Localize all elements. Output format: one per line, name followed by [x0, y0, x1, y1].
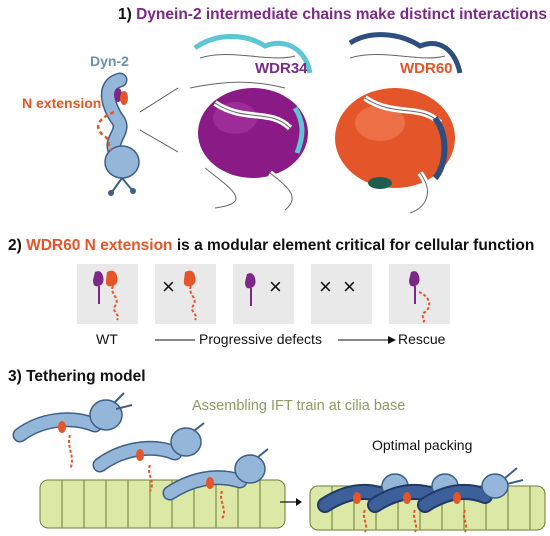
wdr34-label: WDR34	[255, 60, 308, 77]
panel-wt	[77, 264, 138, 324]
panel-none: × ×	[311, 264, 372, 324]
zoom-line-top	[140, 88, 178, 112]
section3-heading: 3) Tethering model	[8, 368, 146, 386]
wdr60-structure	[325, 28, 475, 218]
ift-train-packed	[305, 450, 550, 536]
section1-heading: 1) Dynein-2 intermediate chains make dis…	[118, 6, 547, 24]
motor-domain	[105, 146, 139, 178]
section2-title-rest: is a modular element critical for cellul…	[173, 237, 535, 254]
caption-rescue: Rescue	[398, 331, 445, 347]
section2-title-highlight: WDR60 N extension	[26, 237, 172, 254]
section2-heading: 2) WDR60 N extension is a modular elemen…	[8, 237, 534, 255]
section2-number: 2)	[8, 237, 22, 254]
zoom-line-bottom	[140, 130, 178, 152]
section3-title: Tethering model	[26, 368, 145, 385]
transition-arrow	[278, 496, 304, 508]
caption-wt: WT	[96, 331, 118, 347]
section3-number: 3)	[8, 368, 22, 385]
x-mark: ×	[162, 276, 175, 298]
wdr60-chain	[120, 91, 128, 105]
panel-rescue	[389, 264, 450, 324]
ift-train-assembling	[0, 385, 290, 536]
panel-no-wdr60: ×	[233, 264, 294, 324]
section1-number: 1)	[118, 6, 132, 23]
wdr34-domain	[198, 88, 308, 178]
wdr60-label: WDR60	[400, 60, 453, 77]
x-mark: ×	[269, 276, 282, 298]
wdr34-structure	[175, 28, 325, 218]
caption-progressive: Progressive defects	[199, 331, 322, 347]
panel-no-wdr34: ×	[155, 264, 216, 324]
x-mark: ×	[319, 276, 332, 298]
section1-title: Dynein-2 intermediate chains make distin…	[136, 6, 547, 23]
dynein2-cartoon	[0, 40, 200, 205]
x-mark: ×	[343, 276, 356, 298]
